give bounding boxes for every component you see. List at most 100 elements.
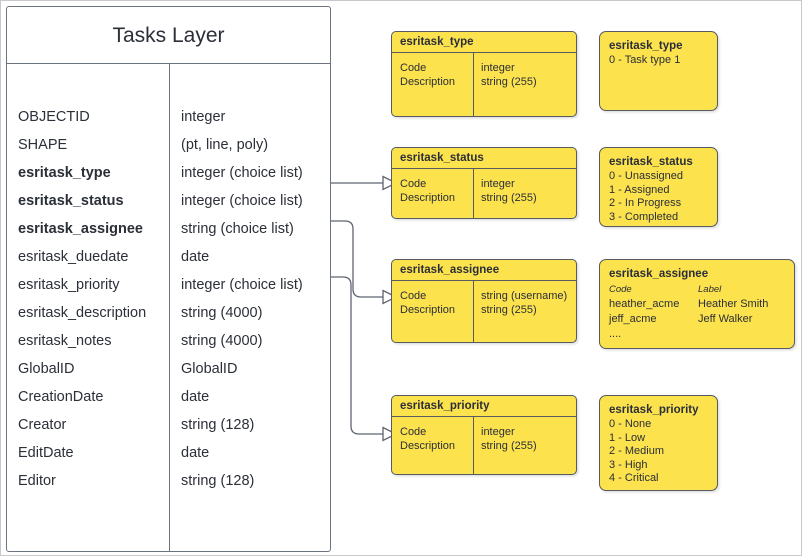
field-name-creator: Creator [18, 417, 67, 433]
domain-right-column: string (username) string (255) [481, 290, 572, 317]
value-card-item: 0 - Unassigned [609, 170, 683, 182]
value-card-esritask-type[interactable]: esritask_type 0 - Task type 1 [599, 31, 718, 111]
connector-assignee [331, 220, 383, 298]
field-type-esritask-notes: string (4000) [181, 333, 263, 349]
value-card-cell-code: jeff_acme [609, 313, 657, 325]
value-card-title: esritask_type [609, 40, 683, 52]
domain-type-description: string (255) [481, 439, 537, 452]
field-name-esritask-status: esritask_status [18, 193, 124, 209]
value-card-row-ellipsis: .... [609, 328, 794, 343]
value-card-title: esritask_assignee [609, 268, 709, 280]
domain-table-esritask-type[interactable]: esritask_type Code Description integer s… [391, 31, 577, 117]
domain-right-column: integer string (255) [481, 62, 572, 89]
tasks-layer-title: Tasks Layer [7, 7, 330, 64]
column-divider [169, 64, 170, 551]
field-type-editdate: date [181, 445, 210, 461]
field-type-esritask-status: integer (choice list) [181, 193, 303, 209]
value-card-esritask-priority[interactable]: esritask_priority 0 - None 1 - Low 2 - M… [599, 395, 718, 491]
domain-left-column: Code Description [400, 178, 474, 205]
tasks-layer-table: Tasks Layer OBJECTID SHAPE esritask_type… [6, 6, 331, 552]
value-card-cell-label: Jeff Walker [698, 313, 753, 325]
domain-field-description: Description [400, 439, 456, 452]
domain-right-column: integer string (255) [481, 426, 572, 453]
field-type-esritask-duedate: date [181, 249, 210, 265]
domain-type-code: string (username) [481, 290, 568, 302]
field-name-column: OBJECTID SHAPE esritask_type esritask_st… [7, 103, 169, 495]
field-type-creator: string (128) [181, 417, 255, 433]
field-name-creationdate: CreationDate [18, 389, 104, 405]
domain-type-description: string (255) [481, 191, 537, 204]
field-name-esritask-assignee: esritask_assignee [18, 221, 143, 237]
field-name-shape: SHAPE [18, 137, 68, 153]
connector-priority [331, 276, 383, 435]
domain-table-body: Code Description string (username) strin… [392, 281, 576, 342]
domain-table-body: Code Description integer string (255) [392, 53, 576, 116]
field-name-esritask-duedate: esritask_duedate [18, 249, 129, 265]
value-card-cell-label: Heather Smith [698, 298, 769, 310]
domain-field-code: Code [400, 290, 427, 302]
domain-table-title: esritask_type [392, 32, 576, 53]
domain-table-body: Code Description integer string (255) [392, 169, 576, 218]
field-name-globalid: GlobalID [18, 361, 75, 377]
domain-table-esritask-status[interactable]: esritask_status Code Description integer… [391, 147, 577, 219]
value-card-title: esritask_status [609, 156, 693, 168]
value-card-item: 0 - None [609, 418, 652, 430]
value-card-cell-code: heather_acme [609, 298, 680, 310]
domain-type-code: integer [481, 178, 515, 190]
value-card-item: 2 - In Progress [609, 197, 682, 209]
value-card-item: 1 - Assigned [609, 183, 670, 196]
domain-type-description: string (255) [481, 75, 537, 88]
value-card-col-header-label: Label [698, 284, 722, 295]
domain-table-body: Code Description integer string (255) [392, 417, 576, 474]
domain-table-title: esritask_status [392, 148, 576, 169]
value-card-col-header-code: Code [609, 284, 632, 295]
value-card-row: heather_acme Heather Smith [609, 298, 794, 313]
field-type-esritask-description: string (4000) [181, 305, 263, 321]
domain-right-column: integer string (255) [481, 178, 572, 205]
value-card-header-row: Code Label [609, 283, 794, 298]
value-card-item: 0 - Task type 1 [609, 54, 681, 66]
domain-type-description: string (255) [481, 303, 537, 316]
domain-field-code: Code [400, 426, 427, 438]
domain-field-description: Description [400, 75, 456, 88]
field-name-editdate: EditDate [18, 445, 74, 461]
domain-field-description: Description [400, 303, 456, 316]
domain-field-code: Code [400, 178, 427, 190]
value-card-item: 2 - Medium [609, 445, 665, 457]
field-type-editor: string (128) [181, 473, 255, 489]
field-type-creationdate: date [181, 389, 210, 405]
value-card-esritask-assignee[interactable]: esritask_assignee Code Label heather_acm… [599, 259, 795, 349]
field-name-esritask-type: esritask_type [18, 165, 111, 181]
field-name-editor: Editor [18, 473, 56, 489]
field-name-esritask-description: esritask_description [18, 305, 147, 321]
domain-table-esritask-assignee[interactable]: esritask_assignee Code Description strin… [391, 259, 577, 343]
domain-table-title: esritask_assignee [392, 260, 576, 281]
domain-field-description: Description [400, 191, 456, 204]
field-name-esritask-notes: esritask_notes [18, 333, 112, 349]
field-type-esritask-priority: integer (choice list) [181, 277, 303, 293]
value-card-item: 1 - Low [609, 431, 646, 444]
value-card-esritask-status[interactable]: esritask_status 0 - Unassigned 1 - Assig… [599, 147, 718, 227]
tasks-layer-body: OBJECTID SHAPE esritask_type esritask_st… [7, 64, 330, 551]
domain-left-column: Code Description [400, 426, 474, 453]
field-type-shape: (pt, line, poly) [181, 137, 269, 153]
value-card-item: 3 - Completed [609, 210, 679, 223]
value-card-row: jeff_acme Jeff Walker [609, 313, 794, 328]
domain-column-divider [473, 417, 474, 474]
field-type-esritask-type: integer (choice list) [181, 165, 303, 181]
domain-left-column: Code Description [400, 290, 474, 317]
field-type-column: integer (pt, line, poly) integer (choice… [170, 103, 330, 495]
domain-type-code: integer [481, 62, 515, 74]
value-card-title: esritask_priority [609, 404, 699, 416]
domain-column-divider [473, 169, 474, 218]
field-name-esritask-priority: esritask_priority [18, 277, 120, 293]
domain-table-esritask-priority[interactable]: esritask_priority Code Description integ… [391, 395, 577, 475]
field-type-objectid: integer [181, 109, 226, 125]
value-card-columns: Code Label heather_acme Heather Smith je… [609, 283, 794, 343]
domain-table-title: esritask_priority [392, 396, 576, 417]
domain-column-divider [473, 53, 474, 116]
field-type-esritask-assignee: string (choice list) [181, 221, 294, 237]
field-type-globalid: GlobalID [181, 361, 238, 377]
domain-left-column: Code Description [400, 62, 474, 89]
